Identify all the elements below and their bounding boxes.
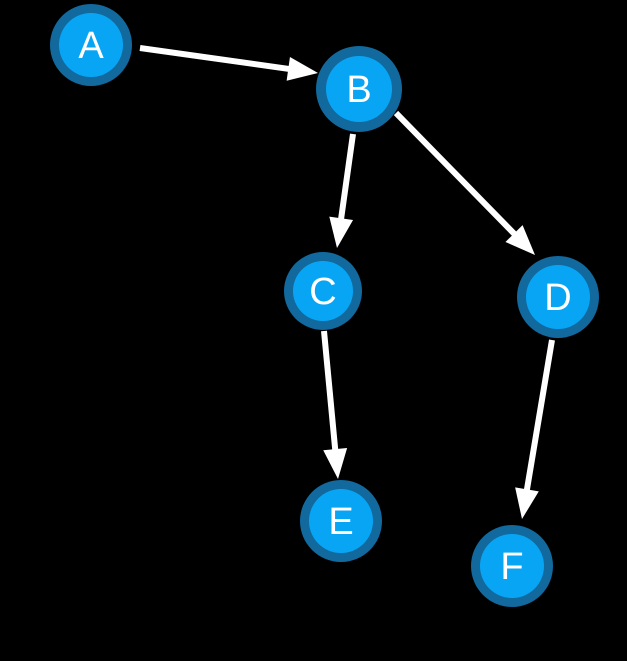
edge-line — [393, 110, 521, 240]
nodes-layer: A B C D E F — [50, 4, 599, 607]
edge-d-to-f[interactable] — [515, 339, 555, 519]
arrowhead-icon — [515, 487, 539, 519]
node-label: C — [309, 271, 336, 313]
arrowhead-icon — [286, 56, 318, 81]
node-disc — [480, 534, 544, 598]
graph-node-e[interactable]: E — [300, 480, 382, 562]
edge-line — [321, 330, 339, 456]
node-disc — [293, 261, 353, 321]
edge-line — [337, 133, 356, 225]
node-disc — [326, 56, 392, 122]
arrowhead-icon — [329, 216, 354, 248]
node-label: F — [500, 546, 523, 588]
graph-node-b[interactable]: B — [316, 46, 402, 132]
graph-node-c[interactable]: C — [284, 252, 362, 330]
edge-c-to-e[interactable] — [321, 330, 348, 479]
graph-node-a[interactable]: A — [50, 4, 132, 86]
node-label: D — [544, 277, 571, 319]
edge-line — [139, 45, 295, 73]
edge-line — [523, 339, 555, 496]
arrowhead-icon — [323, 448, 348, 479]
node-label: E — [328, 501, 353, 543]
edges-layer — [139, 45, 555, 519]
node-label: A — [78, 25, 104, 67]
arrowhead-icon — [505, 225, 535, 255]
edge-b-to-c[interactable] — [329, 133, 356, 248]
node-disc — [59, 13, 123, 77]
node-disc — [309, 489, 373, 553]
graph-node-d[interactable]: D — [517, 256, 599, 338]
graph-node-f[interactable]: F — [471, 525, 553, 607]
node-disc — [526, 265, 590, 329]
node-label: B — [346, 69, 371, 111]
edge-a-to-b[interactable] — [139, 45, 318, 81]
edge-b-to-d[interactable] — [393, 110, 535, 255]
